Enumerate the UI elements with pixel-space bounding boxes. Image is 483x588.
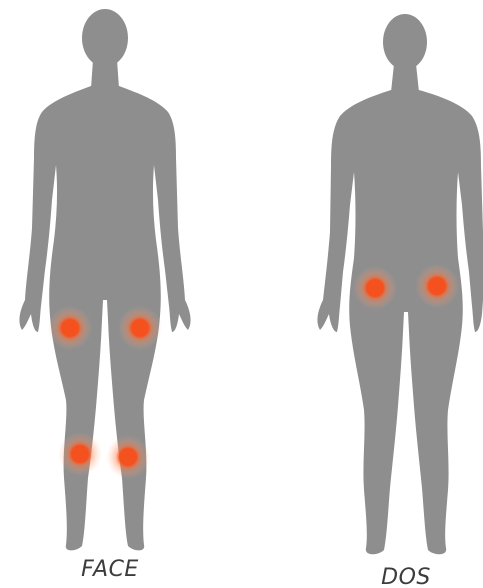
front-view-label: FACE <box>81 557 139 582</box>
pain-marker-right-knee <box>118 306 162 350</box>
pain-marker-left-knee <box>48 306 92 350</box>
back-view-label: DOS <box>381 565 431 588</box>
front-body-silhouette <box>19 9 190 550</box>
pain-marker-right-ankle <box>106 435 150 479</box>
pain-marker-right-buttock <box>415 264 459 308</box>
pain-marker-left-ankle <box>58 432 102 476</box>
pain-marker-left-buttock <box>353 266 397 310</box>
